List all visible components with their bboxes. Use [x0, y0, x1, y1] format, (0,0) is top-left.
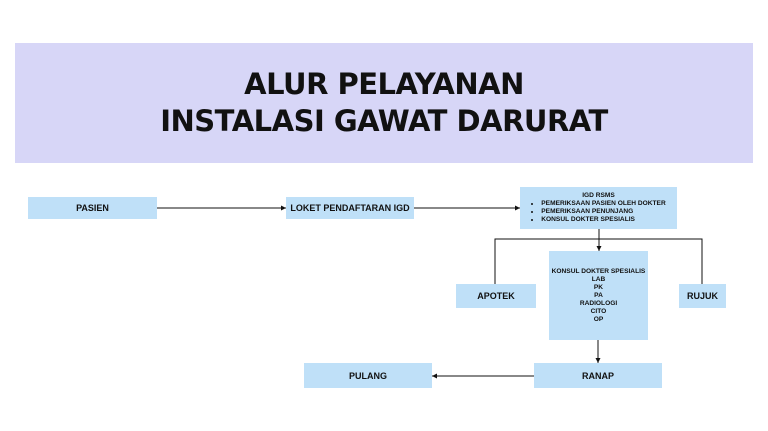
- node-igd-rsms: IGD RSMS PEMERIKSAAN PASIEN OLEH DOKTER …: [520, 187, 677, 229]
- node-igd-list: PEMERIKSAAN PASIEN OLEH DOKTER PEMERIKSA…: [531, 200, 665, 224]
- connector-igd-to-rujuk: [599, 238, 703, 284]
- node-pulang: PULANG: [304, 363, 432, 388]
- igd-item: PEMERIKSAAN PASIEN OLEH DOKTER: [541, 200, 665, 208]
- title-line-2: INSTALASI GAWAT DARURAT: [160, 104, 608, 138]
- igd-item: PEMERIKSAAN PENUNJANG: [541, 208, 665, 216]
- node-konsul-dokter-spesialis: KONSUL DOKTER SPESIALIS LAB PK PA RADIOL…: [549, 251, 648, 340]
- konsul-line: PK: [593, 283, 604, 291]
- node-rujuk: RUJUK: [679, 284, 726, 308]
- node-igd-heading: IGD RSMS: [582, 192, 615, 199]
- node-ranap: RANAP: [534, 363, 662, 388]
- node-pulang-label: PULANG: [349, 370, 387, 381]
- igd-item: KONSUL DOKTER SPESIALIS: [541, 216, 665, 224]
- title-banner: ALUR PELAYANAN INSTALASI GAWAT DARURAT: [15, 43, 753, 163]
- konsul-line: OP: [593, 315, 604, 323]
- node-apotek: APOTEK: [456, 284, 536, 308]
- konsul-line: CITO: [590, 307, 607, 315]
- konsul-line: KONSUL DOKTER SPESIALIS: [551, 267, 646, 275]
- node-loket-label: LOKET PENDAFTARAN IGD: [290, 203, 410, 213]
- title-line-1: ALUR PELAYANAN: [244, 67, 524, 101]
- node-pasien-label: PASIEN: [76, 203, 109, 213]
- connector-igd-to-apotek: [494, 238, 599, 284]
- node-apotek-label: APOTEK: [477, 291, 515, 301]
- konsul-line: LAB: [591, 275, 606, 283]
- node-pasien: PASIEN: [28, 197, 157, 219]
- konsul-line: RADIOLOGI: [579, 299, 618, 307]
- node-ranap-label: RANAP: [581, 370, 614, 381]
- node-loket-pendaftaran: LOKET PENDAFTARAN IGD: [286, 197, 414, 219]
- node-rujuk-label: RUJUK: [686, 291, 718, 301]
- konsul-line: PA: [594, 291, 603, 299]
